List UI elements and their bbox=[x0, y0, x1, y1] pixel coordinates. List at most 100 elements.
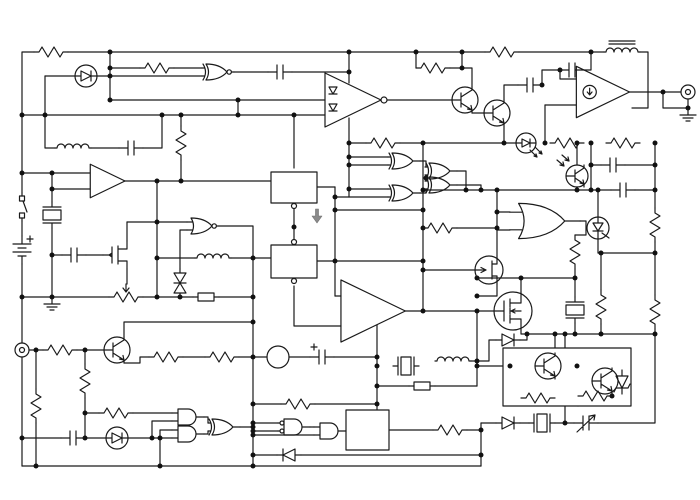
capacitor bbox=[610, 182, 636, 198]
wire bbox=[575, 221, 586, 235]
wire bbox=[521, 330, 655, 334]
junction-dot bbox=[518, 275, 524, 281]
wire bbox=[294, 286, 341, 326]
junction-dot bbox=[494, 209, 500, 215]
junction-dot bbox=[652, 140, 658, 146]
and-gate bbox=[171, 425, 205, 443]
junction-dot bbox=[685, 105, 691, 111]
junction-dot bbox=[250, 432, 256, 438]
junction-dot bbox=[33, 463, 39, 469]
junction-dot bbox=[474, 308, 480, 314]
junction-dot bbox=[494, 187, 500, 193]
crystal bbox=[392, 356, 420, 376]
junction-dot bbox=[374, 354, 380, 360]
diode-indicator bbox=[105, 426, 129, 450]
inductor bbox=[434, 356, 472, 362]
junction-dot bbox=[588, 187, 594, 193]
wire bbox=[204, 417, 208, 423]
junction-dot bbox=[598, 331, 604, 337]
npn-transistor bbox=[451, 86, 479, 114]
junction-dot bbox=[107, 49, 113, 55]
junction-dot bbox=[494, 225, 500, 231]
junction-dot bbox=[474, 358, 480, 364]
wire bbox=[45, 76, 55, 148]
junction-dot bbox=[420, 207, 426, 213]
junction-dot bbox=[374, 383, 380, 389]
wire bbox=[160, 430, 172, 466]
trimmer-capacitor bbox=[573, 414, 599, 433]
junction-dot bbox=[19, 170, 25, 176]
junction-dot bbox=[178, 112, 184, 118]
ground bbox=[679, 108, 697, 122]
junction-dot bbox=[332, 194, 338, 200]
wire bbox=[420, 161, 426, 167]
terminal bbox=[680, 84, 696, 100]
junction-dot bbox=[19, 294, 25, 300]
wire bbox=[152, 421, 172, 438]
junction-dot bbox=[19, 435, 25, 441]
junction-dot bbox=[474, 293, 480, 299]
junction-dot bbox=[652, 187, 658, 193]
battery bbox=[12, 235, 34, 265]
wire bbox=[542, 70, 560, 85]
junction-dot bbox=[107, 97, 113, 103]
ic-box bbox=[271, 172, 317, 203]
junction-dot bbox=[652, 250, 658, 256]
junction-dot bbox=[157, 463, 163, 469]
junction-dot bbox=[49, 294, 55, 300]
crystal bbox=[565, 296, 585, 324]
diode bbox=[495, 333, 521, 347]
junction-dot bbox=[346, 154, 352, 160]
nor-gate bbox=[186, 217, 220, 235]
junction-dot bbox=[652, 162, 658, 168]
junction-dot bbox=[33, 347, 39, 353]
thyristor bbox=[586, 216, 610, 240]
crystal bbox=[528, 413, 556, 433]
junction-dot bbox=[346, 162, 352, 168]
capacitor bbox=[600, 157, 626, 173]
junction-dot bbox=[154, 255, 160, 261]
lamp bbox=[266, 345, 290, 369]
ic-box bbox=[271, 245, 317, 278]
junction-dot bbox=[154, 219, 160, 225]
phototransistor bbox=[556, 154, 589, 188]
junction-dot bbox=[291, 112, 297, 118]
junction-dot bbox=[542, 140, 548, 146]
wire bbox=[22, 52, 34, 193]
junction-dot bbox=[250, 428, 256, 434]
resistor bbox=[595, 289, 607, 325]
junction-dot bbox=[250, 452, 256, 458]
resistor bbox=[484, 46, 520, 58]
led bbox=[515, 132, 543, 158]
junction-dot bbox=[374, 401, 380, 407]
junction-dot bbox=[250, 319, 256, 325]
junction-dot bbox=[474, 363, 480, 369]
junction-dot bbox=[574, 187, 580, 193]
junction-dot bbox=[19, 112, 25, 118]
nand-gate bbox=[277, 418, 311, 436]
jfet-transistor bbox=[474, 255, 504, 285]
resistor bbox=[148, 351, 184, 363]
junction-dot bbox=[413, 49, 419, 55]
junction-dot bbox=[178, 178, 184, 184]
junction-dot bbox=[235, 97, 241, 103]
cursor-arrow bbox=[311, 208, 323, 224]
junction-dot bbox=[598, 250, 604, 256]
junction-dot bbox=[332, 258, 338, 264]
capacitor bbox=[60, 430, 86, 446]
wire bbox=[632, 52, 648, 108]
wire bbox=[598, 239, 655, 253]
junction-dot bbox=[572, 275, 578, 281]
wire bbox=[560, 70, 576, 79]
npn-transistor bbox=[103, 336, 131, 364]
xnor-gate bbox=[201, 63, 235, 81]
potentiometer bbox=[108, 283, 144, 303]
package-capacitor bbox=[192, 292, 220, 302]
junction-dot bbox=[250, 463, 256, 469]
junction-dot bbox=[660, 89, 666, 95]
inductor bbox=[54, 143, 92, 149]
inductor bbox=[194, 253, 232, 259]
junction-dot bbox=[346, 140, 352, 146]
junction-dot bbox=[572, 331, 578, 337]
